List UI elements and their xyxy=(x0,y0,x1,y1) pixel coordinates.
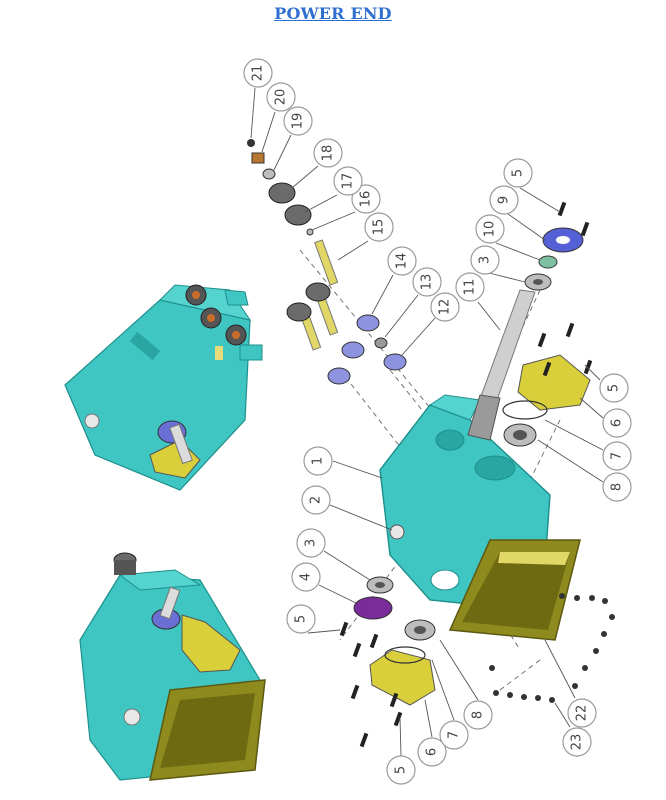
callout-7: 7 xyxy=(602,441,632,471)
svg-text:7: 7 xyxy=(610,452,625,460)
svg-text:12: 12 xyxy=(438,299,453,316)
callout-13: 13 xyxy=(412,267,442,297)
callout-15: 15 xyxy=(364,212,394,242)
svg-text:13: 13 xyxy=(420,274,435,291)
callout-19: 19 xyxy=(283,106,313,136)
callout-5: 5 xyxy=(286,604,316,634)
callout-12: 12 xyxy=(430,292,460,322)
svg-text:2: 2 xyxy=(309,496,324,504)
callout-16: 16 xyxy=(351,184,381,214)
callout-21: 21 xyxy=(243,58,273,88)
callout-18: 18 xyxy=(313,138,343,168)
svg-text:23: 23 xyxy=(570,734,585,751)
svg-text:1: 1 xyxy=(311,457,326,465)
assembled-view-bottom xyxy=(79,552,266,781)
callout-14: 14 xyxy=(387,246,417,276)
callout-5: 5 xyxy=(386,755,416,785)
callout-11: 11 xyxy=(455,272,485,302)
callout-20: 20 xyxy=(266,82,296,112)
svg-text:9: 9 xyxy=(497,196,512,204)
callout-22: 22 xyxy=(567,698,597,728)
assembled-view-top xyxy=(64,284,263,491)
svg-text:5: 5 xyxy=(511,169,526,177)
svg-text:10: 10 xyxy=(483,221,498,238)
svg-text:4: 4 xyxy=(299,573,314,581)
callout-1: 1 xyxy=(303,446,333,476)
callout-10: 10 xyxy=(475,214,505,244)
svg-text:11: 11 xyxy=(463,279,478,296)
callout-6: 6 xyxy=(602,408,632,438)
callout-5: 5 xyxy=(599,373,629,403)
exploded-view xyxy=(247,139,615,748)
svg-text:5: 5 xyxy=(607,384,622,392)
svg-text:6: 6 xyxy=(610,419,625,427)
svg-text:18: 18 xyxy=(321,145,336,162)
svg-text:17: 17 xyxy=(341,173,356,190)
svg-text:14: 14 xyxy=(395,253,410,270)
callout-7: 7 xyxy=(439,720,469,750)
svg-text:15: 15 xyxy=(372,219,387,236)
callout-3: 3 xyxy=(470,245,500,275)
svg-text:3: 3 xyxy=(304,539,319,547)
leader-lines xyxy=(250,87,604,757)
svg-text:8: 8 xyxy=(610,483,625,491)
callout-23: 23 xyxy=(562,727,592,757)
page-title: POWER END xyxy=(274,4,392,23)
svg-text:21: 21 xyxy=(251,65,266,82)
svg-text:16: 16 xyxy=(359,191,374,208)
svg-text:8: 8 xyxy=(471,711,486,719)
svg-text:7: 7 xyxy=(447,731,462,739)
callout-4: 4 xyxy=(291,562,321,592)
callout-8: 8 xyxy=(463,700,493,730)
callout-5: 5 xyxy=(503,158,533,188)
callout-6: 6 xyxy=(417,737,447,767)
callouts: 1 2 3 3 4 5 5 5 5 6 6 7 7 8 8 9 10 11 12… xyxy=(243,58,632,785)
svg-text:6: 6 xyxy=(425,748,440,756)
callout-9: 9 xyxy=(489,185,519,215)
svg-text:19: 19 xyxy=(291,113,306,130)
svg-text:20: 20 xyxy=(274,89,289,106)
svg-text:5: 5 xyxy=(394,766,409,774)
callout-17: 17 xyxy=(333,166,363,196)
svg-text:5: 5 xyxy=(294,615,309,623)
callout-8: 8 xyxy=(602,472,632,502)
svg-text:3: 3 xyxy=(478,256,493,264)
callout-3: 3 xyxy=(296,528,326,558)
callout-2: 2 xyxy=(301,485,331,515)
svg-text:22: 22 xyxy=(575,705,590,722)
